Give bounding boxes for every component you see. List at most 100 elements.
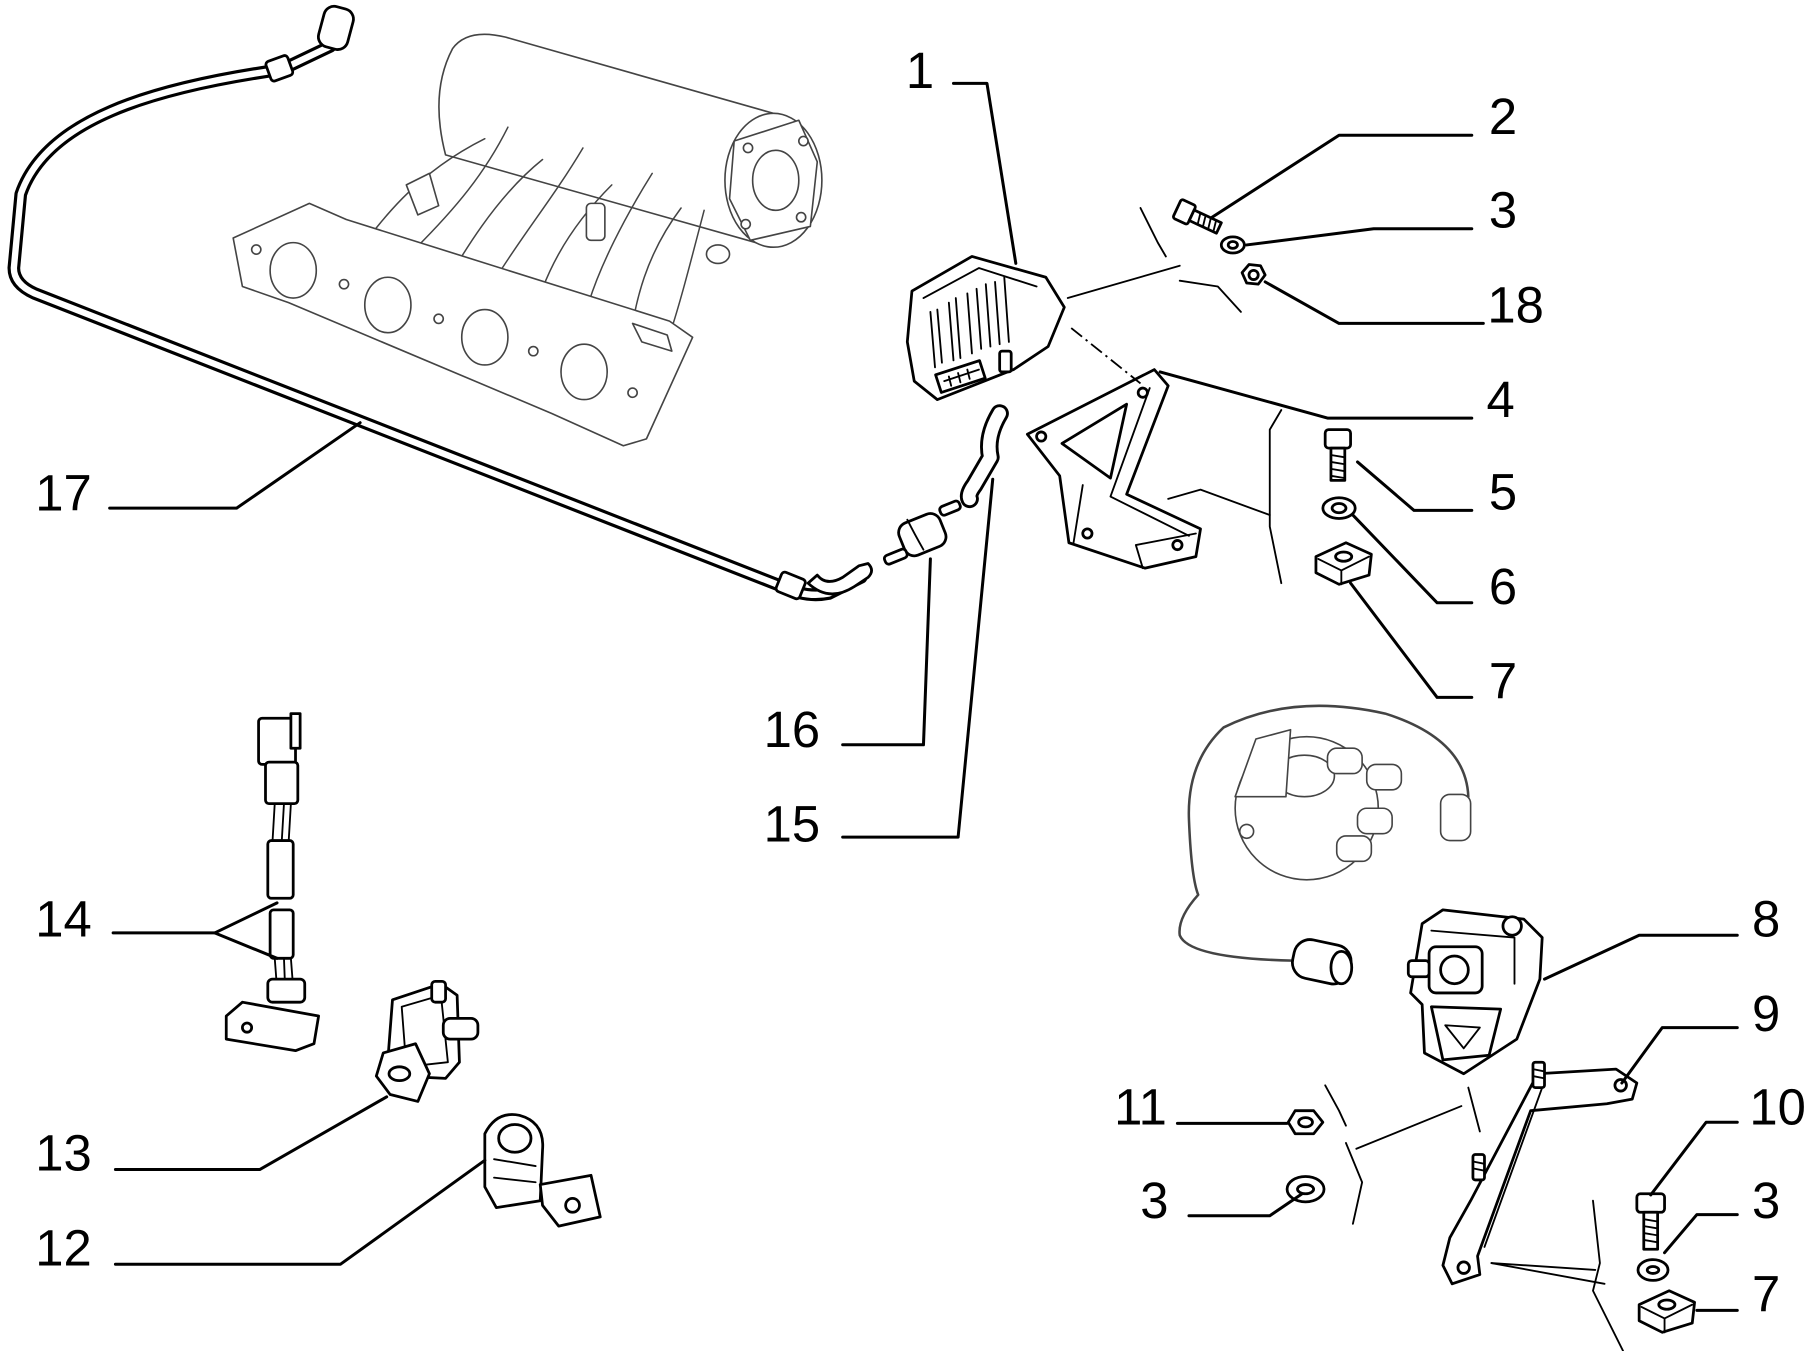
intake-manifold-detail	[797, 135, 809, 147]
assembly-indicator-lines-detail	[1490, 1262, 1606, 1285]
part-8-ignition-module-detail	[1501, 915, 1523, 937]
part-5-bolt-detail	[1330, 454, 1346, 480]
part-14-wiring-connector-detail	[266, 839, 295, 900]
intake-manifold	[232, 33, 823, 447]
part-8-ignition-module-detail	[1439, 954, 1470, 986]
part-4-mounting-bracket-detail	[1171, 539, 1184, 552]
leader-line-7-upper	[1349, 581, 1474, 699]
part-1-electronic-module-detail	[998, 349, 1013, 374]
leader-line-13	[113, 1095, 389, 1172]
part-18-nut-detail	[1247, 268, 1260, 281]
ignition-distributor-detail	[1234, 728, 1292, 798]
part-7-clip-nut-upper-detail	[1317, 555, 1370, 586]
callout-15: 15	[764, 796, 820, 853]
part-1-electronic-module-detail	[936, 280, 1001, 364]
part-12-mounting-clip-detail	[493, 1158, 537, 1184]
callout-9: 9	[1752, 985, 1780, 1042]
part-9-support-bracket	[1441, 1060, 1639, 1286]
part-3-washer-lower-right-detail	[1645, 1265, 1661, 1275]
part-3-washer-top-detail	[1226, 240, 1239, 250]
part-4-mounting-bracket-detail	[1072, 484, 1197, 570]
leader-line-14-a	[111, 901, 279, 935]
leader-line-10	[1649, 1120, 1739, 1197]
intake-manifold-detail	[751, 149, 800, 212]
part-2-bolt-detail	[1196, 212, 1218, 233]
callout-7-upper: 7	[1489, 653, 1517, 710]
part-14-wiring-connector	[224, 712, 320, 1053]
part-13-solenoid-valve-detail	[430, 980, 447, 1004]
part-17-vacuum-hose-detail	[806, 562, 873, 596]
part-13-solenoid-valve	[374, 980, 480, 1103]
part-14-wiring-connector-detail	[271, 802, 292, 844]
part-7-clip-nut-upper	[1314, 541, 1373, 586]
part-4-mounting-bracket-detail	[1081, 527, 1094, 540]
part-12-mounting-clip-detail	[564, 1197, 581, 1214]
assembly-indicator-lines-detail	[1355, 1105, 1463, 1150]
assembly-indicator-lines-detail	[1324, 1084, 1347, 1127]
leader-line-16	[841, 557, 932, 747]
part-14-wiring-connector-detail	[264, 760, 300, 806]
callout-8: 8	[1752, 890, 1780, 947]
part-4-mounting-bracket-detail	[1109, 387, 1190, 537]
part-1-electronic-module-detail	[905, 255, 1066, 401]
callout-3-lower-right: 3	[1752, 1172, 1780, 1229]
assembly-indicator-lines-detail	[1070, 327, 1142, 385]
part-5-bolt-detail	[1323, 428, 1352, 450]
callout-7-lower: 7	[1752, 1266, 1780, 1323]
part-8-ignition-module-detail	[1429, 1005, 1503, 1062]
assembly-indicator-lines	[1066, 207, 1624, 1351]
callout-10: 10	[1749, 1079, 1805, 1136]
callout-12: 12	[35, 1219, 91, 1276]
intake-manifold-detail	[705, 244, 731, 265]
intake-manifold-detail	[742, 142, 754, 154]
callout-5: 5	[1489, 463, 1517, 520]
part-7-clip-nut-upper-detail	[1334, 550, 1354, 563]
intake-manifold-detail	[232, 202, 694, 447]
intake-manifold-detail	[795, 211, 807, 223]
intake-manifold-detail	[495, 147, 584, 279]
intake-manifold-detail	[438, 33, 791, 246]
part-10-bolt	[1635, 1192, 1666, 1251]
part-14-wiring-connector-detail	[268, 908, 295, 960]
part-16-inline-filter-detail	[906, 518, 925, 551]
callout-17: 17	[35, 464, 91, 521]
assembly-indicator-lines-detail	[1467, 1086, 1481, 1133]
part-16-inline-filter-detail	[938, 499, 962, 517]
leader-line-8	[1543, 933, 1739, 981]
part-15-short-hose-detail	[962, 407, 1007, 506]
leader-line-3-lower-right	[1663, 1213, 1739, 1255]
leader-line-5	[1355, 460, 1474, 512]
part-11-nut	[1286, 1109, 1325, 1136]
leader-line-2	[1210, 133, 1474, 219]
leader-line-9	[1620, 1026, 1739, 1085]
part-3-washer-lower-right	[1636, 1258, 1670, 1282]
leader-line-3-top	[1245, 227, 1474, 247]
intake-manifold-detail	[414, 126, 509, 250]
part-3-washer-top	[1219, 235, 1246, 255]
part-8-ignition-module	[1406, 908, 1544, 1076]
ignition-distributor-detail	[1329, 950, 1354, 986]
part-4-mounting-bracket-detail	[1136, 386, 1149, 399]
part-4-mounting-bracket-detail	[1035, 430, 1048, 443]
part-9-support-bracket-detail	[1531, 1060, 1546, 1089]
ignition-distributor-detail	[1365, 763, 1403, 791]
part-17-vacuum-hose-detail	[264, 54, 295, 83]
intake-manifold-detail	[338, 278, 350, 290]
intake-manifold-detail	[405, 172, 440, 216]
callout-3-lower-left: 3	[1140, 1172, 1168, 1229]
leader-line-3-lower-left	[1187, 1192, 1304, 1218]
part-17-vacuum-hose-detail	[774, 570, 807, 601]
callout-2: 2	[1489, 88, 1517, 145]
callout-3-top: 3	[1489, 182, 1517, 239]
part-13-solenoid-valve-detail	[441, 1016, 480, 1041]
part-9-support-bracket-detail	[1483, 1086, 1544, 1248]
part-17-vacuum-hose-detail	[316, 4, 355, 51]
part-4-mounting-bracket	[1025, 368, 1202, 570]
intake-manifold-detail	[363, 276, 412, 334]
callout-4: 4	[1487, 371, 1515, 428]
part-14-wiring-connector-detail	[241, 1021, 254, 1034]
intake-manifold-detail	[433, 313, 445, 325]
part-7-clip-nut-lower-detail	[1640, 1303, 1694, 1334]
leader-lines	[108, 81, 1739, 1312]
part-12-mounting-clip	[483, 1113, 602, 1228]
